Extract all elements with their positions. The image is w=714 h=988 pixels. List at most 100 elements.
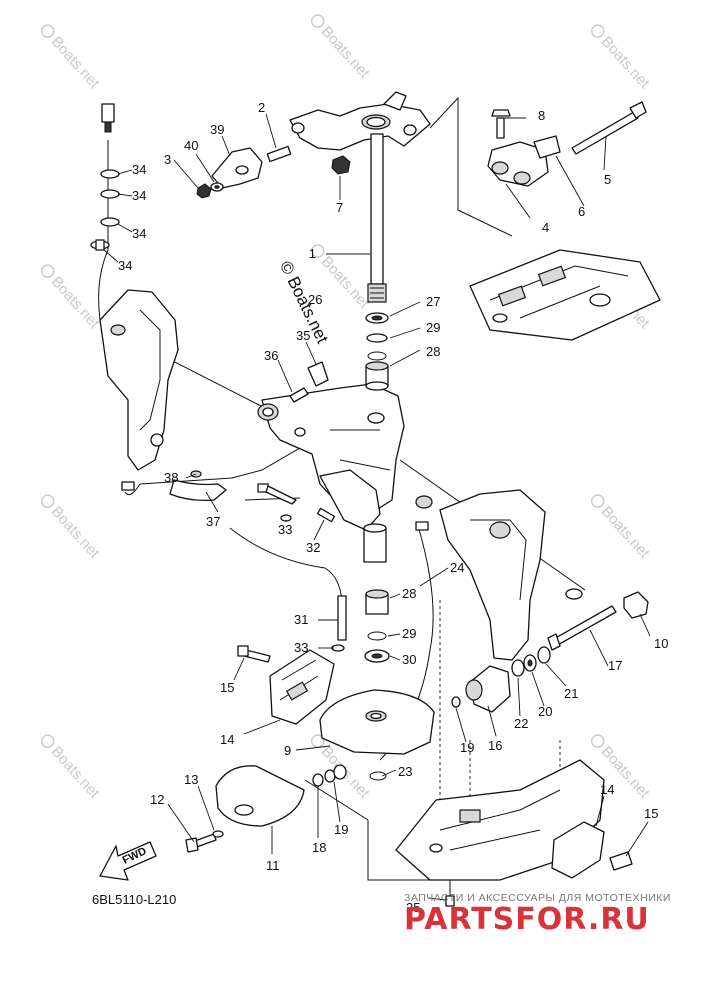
callout-7: 7 <box>336 200 343 215</box>
callout-12: 12 <box>150 792 164 807</box>
pipe-31 <box>337 595 347 641</box>
callout-34b: 34 <box>132 188 146 203</box>
callout-34a: 34 <box>132 162 146 177</box>
screw-25 <box>445 895 455 907</box>
callout-32: 32 <box>306 540 320 555</box>
callout-15a: 15 <box>220 680 234 695</box>
callout-labels: 1 2 3 4 5 6 7 8 9 10 11 12 13 14 14 15 1… <box>118 100 668 915</box>
callout-33b: 33 <box>294 640 308 655</box>
watermark-text: Boats.net <box>318 253 374 312</box>
callout-23: 23 <box>398 764 412 779</box>
callout-28b: 28 <box>402 586 416 601</box>
diagram-part-code: 6BL5110-L210 <box>92 892 177 907</box>
callout-6: 6 <box>578 204 585 219</box>
bracket-39 <box>211 147 263 189</box>
bolt-15-lower <box>609 851 633 871</box>
callout-36: 36 <box>264 348 278 363</box>
shaft-bushings <box>364 312 390 663</box>
watermark-copyright-icon <box>311 244 325 258</box>
callout-19b: 19 <box>460 740 474 755</box>
callout-28a: 28 <box>426 344 440 359</box>
watermark-copyright-icon <box>311 14 325 28</box>
watermark-copyright-icon <box>591 24 605 38</box>
washer-19-right <box>451 696 461 708</box>
leader-lines <box>103 113 651 901</box>
callout-18: 18 <box>312 840 326 855</box>
lower-shaft-tube <box>363 523 387 563</box>
callout-35: 35 <box>296 328 310 343</box>
watermark-text: Boats.net <box>48 33 104 92</box>
callout-29b: 29 <box>402 626 416 641</box>
lower-mount-housing-right <box>551 821 605 879</box>
partsfor-logo: ЗАПЧАСТИ И АКСЕССУАРЫ ДЛЯ МОТОТЕХНИКИ PA… <box>404 892 704 936</box>
callout-38: 38 <box>164 470 178 485</box>
callout-11: 11 <box>266 858 280 873</box>
callout-3: 3 <box>164 152 171 167</box>
nut-3 <box>196 183 212 199</box>
callout-14b: 14 <box>600 782 614 797</box>
callout-40: 40 <box>184 138 198 153</box>
lower-mount-housing-left <box>269 649 335 725</box>
collar-18-19 <box>312 764 347 787</box>
lower-case-plate <box>395 740 605 881</box>
bolt-15-upper <box>237 645 271 663</box>
washer-13 <box>212 830 224 838</box>
callout-20: 20 <box>538 704 552 719</box>
watermark-mark: Boats.net <box>591 24 654 92</box>
callout-9: 9 <box>284 743 291 758</box>
callout-4: 4 <box>542 220 549 235</box>
engine-mount-plate <box>469 249 661 341</box>
nut-10 <box>623 591 649 619</box>
watermark-copyright-icon <box>591 494 605 508</box>
clamp-bracket-right <box>415 489 583 661</box>
rubber-mount-16 <box>465 665 511 713</box>
callout-39: 39 <box>210 122 224 137</box>
callout-19a: 19 <box>334 822 348 837</box>
callout-34c: 34 <box>132 226 146 241</box>
callout-1: 1 <box>309 246 316 261</box>
callout-15b: 15 <box>644 806 658 821</box>
watermark-copyright-icon <box>41 734 55 748</box>
callout-14a: 14 <box>220 732 234 747</box>
washer-40 <box>210 182 224 192</box>
bolt-17 <box>547 605 617 651</box>
clamp-bracket-left <box>99 289 179 471</box>
watermark-copyright-icon <box>41 24 55 38</box>
watermark-text: Boats.net <box>48 273 104 332</box>
lower-mount-bracket-9 <box>319 689 435 755</box>
watermark-mark: Boats.net <box>41 734 103 802</box>
watermark-text: Boats.net <box>598 33 654 92</box>
callout-10: 10 <box>654 636 668 651</box>
logo-brand: PARTSFOR.RU <box>404 902 650 937</box>
watermark-mark: Boats.net <box>41 264 104 332</box>
callout-17: 17 <box>608 658 622 673</box>
callout-8: 8 <box>538 108 545 123</box>
callout-22: 22 <box>514 716 528 731</box>
callout-31: 31 <box>294 612 308 627</box>
bolt-5 <box>571 101 647 155</box>
callout-37: 37 <box>206 514 220 529</box>
logo-tagline: ЗАПЧАСТИ И АКСЕССУАРЫ ДЛЯ МОТОТЕХНИКИ <box>404 892 671 904</box>
callout-13: 13 <box>184 772 198 787</box>
wire-harness <box>90 103 120 251</box>
watermark-text: Boats.net <box>598 503 654 562</box>
callout-34d: 34 <box>118 258 132 273</box>
callout-5: 5 <box>604 172 611 187</box>
watermark-text: Boats.net <box>48 503 104 562</box>
nut-7 <box>331 155 351 175</box>
steering-arm <box>289 91 431 151</box>
bolt-12 <box>185 833 217 853</box>
watermark-copyright-icon <box>591 734 605 748</box>
upper-mount <box>487 109 561 187</box>
steering-shaft <box>367 133 387 303</box>
cover-11 <box>215 765 305 827</box>
swivel-bracket <box>257 383 405 531</box>
bolt-36 <box>289 387 309 403</box>
watermark-mark: Boats.net <box>41 24 104 92</box>
washers-20-22 <box>511 646 551 677</box>
watermark-mark: Boats.net <box>591 494 654 562</box>
clamp-35 <box>307 361 329 387</box>
watermark-text: Boats.net <box>318 23 374 82</box>
bolt-2 <box>266 145 292 163</box>
